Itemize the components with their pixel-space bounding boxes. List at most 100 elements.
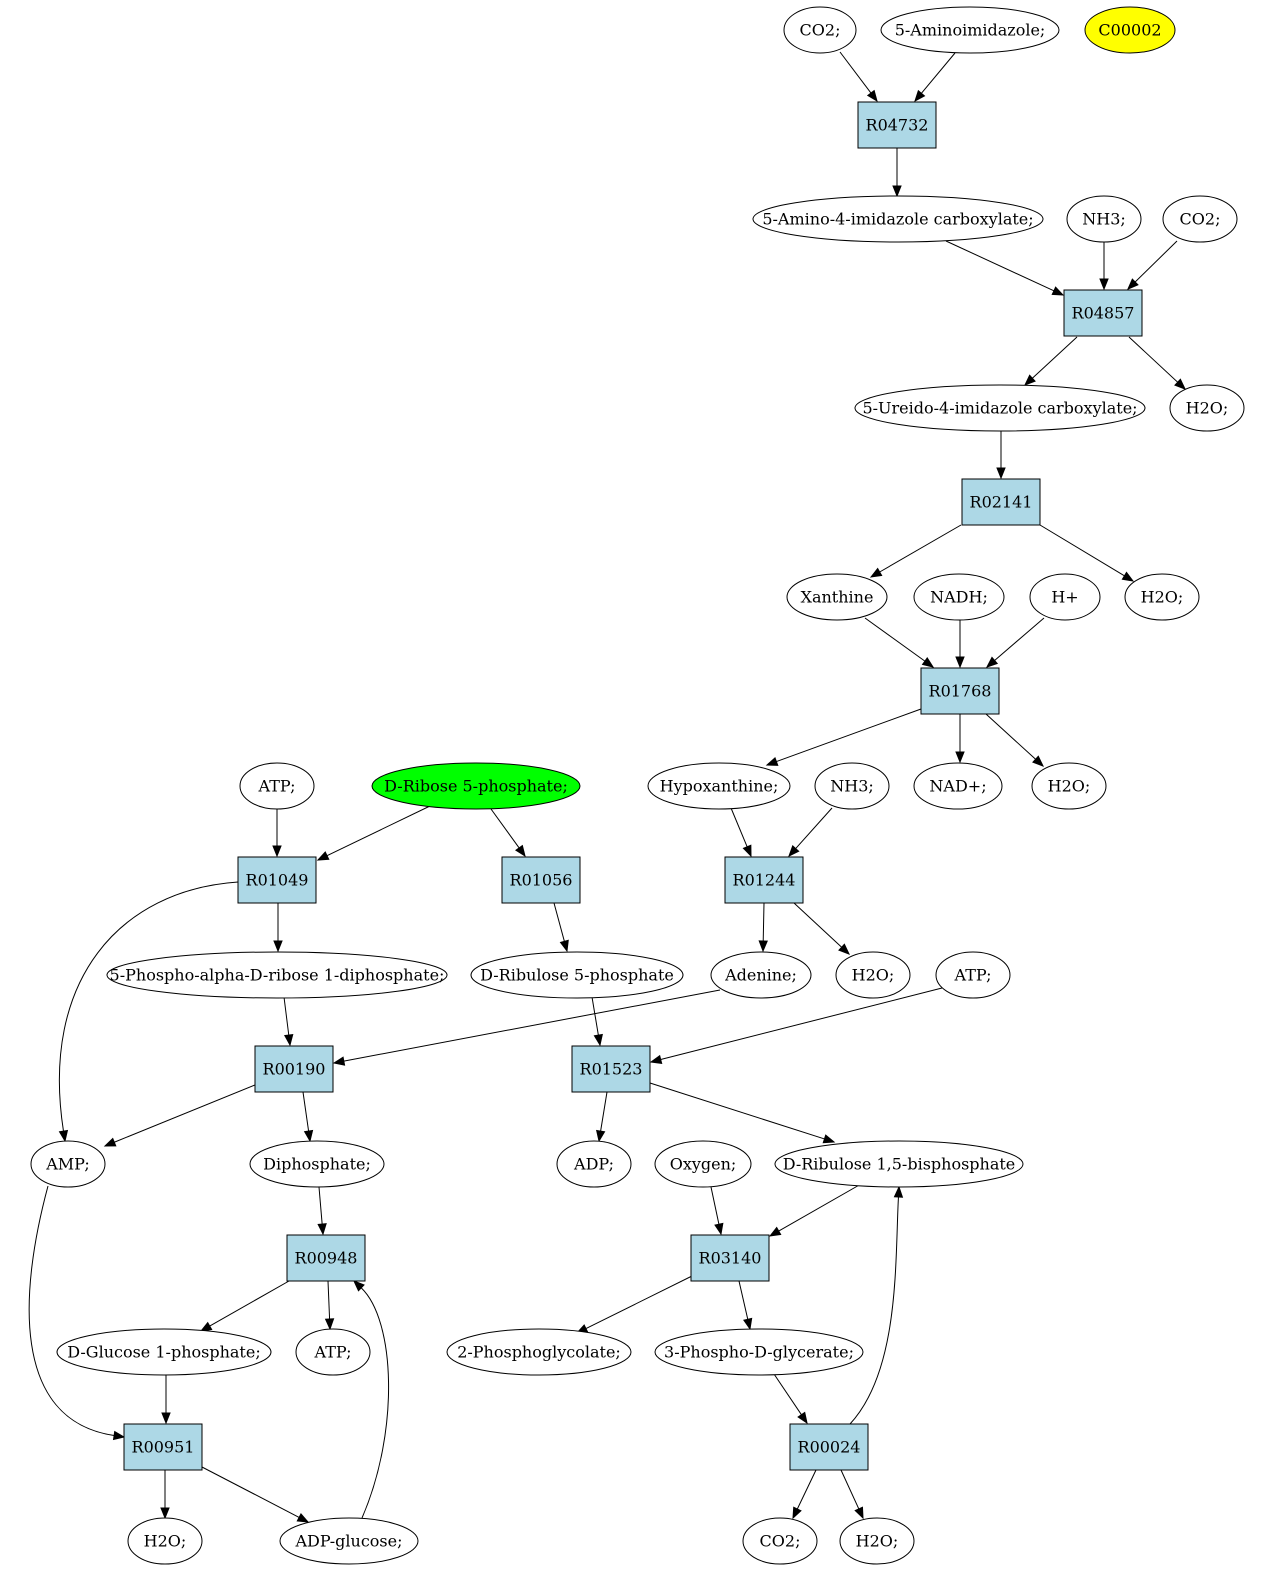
reaction-node[interactable]: R00951 — [123, 1423, 203, 1471]
compound-label: H2O; — [856, 1532, 899, 1551]
edge — [332, 989, 721, 1066]
compound-ellipse — [279, 1517, 419, 1565]
compound-node[interactable]: D-Ribulose 1,5-bisphosphate — [774, 1140, 1024, 1188]
reaction-node[interactable]: R00190 — [254, 1045, 334, 1093]
compound-node[interactable]: H2O; — [1169, 384, 1245, 432]
reaction-node[interactable]: R03140 — [690, 1234, 770, 1282]
compound-node[interactable]: ADP; — [556, 1140, 632, 1188]
edge — [58, 881, 239, 1143]
edge — [914, 52, 956, 103]
reaction-label: R00024 — [798, 1438, 861, 1457]
edge — [849, 1185, 904, 1425]
compound-ellipse — [935, 951, 1011, 999]
compound-node[interactable]: H2O; — [835, 951, 911, 999]
compound-node[interactable]: 5-Ureido-4-imidazole carboxylate; — [854, 384, 1146, 432]
compound-node[interactable]: Adenine; — [710, 951, 812, 999]
compound-ellipse — [835, 951, 911, 999]
compound-node[interactable]: 2-Phosphoglycolate; — [446, 1328, 632, 1376]
compound-node[interactable]: D-Ribose 5-phosphate; — [371, 762, 581, 810]
nodes: CO2; 5-Aminoimidazole; C00002 5-Amino-4-imi… — [30, 6, 1245, 1565]
reaction-node[interactable]: R00024 — [789, 1423, 869, 1471]
compound-node[interactable]: NAD+; — [913, 762, 1003, 810]
edge — [985, 617, 1045, 668]
edge — [758, 902, 768, 953]
edge — [955, 620, 965, 669]
edge-line — [302, 1091, 310, 1132]
edge — [553, 902, 569, 953]
arrowhead — [985, 656, 999, 668]
edge-line — [776, 708, 922, 763]
compound-node[interactable]: 5-Amino-4-imidazole carboxylate; — [752, 195, 1044, 243]
edge — [649, 1082, 836, 1144]
edge — [864, 617, 935, 668]
compound-node[interactable]: ATP; — [239, 762, 315, 810]
reaction-node[interactable]: R00948 — [286, 1234, 366, 1282]
compound-ellipse — [710, 951, 812, 999]
compound-node[interactable]: NADH; — [913, 573, 1005, 621]
arrowhead — [822, 1134, 836, 1144]
compound-node[interactable]: H2O; — [1124, 573, 1200, 621]
compound-node[interactable]: ADP-glucose; — [279, 1517, 419, 1565]
edge — [317, 1186, 327, 1236]
edge-line — [591, 996, 599, 1036]
reaction-node[interactable]: R04857 — [1063, 289, 1143, 337]
compound-node[interactable]: D-Glucose 1-phosphate; — [56, 1328, 272, 1376]
compound-node[interactable]: H2O; — [1031, 762, 1107, 810]
compound-ellipse — [854, 384, 1146, 432]
compound-node[interactable]: AMP; — [30, 1140, 106, 1188]
compound-node[interactable]: H2O; — [839, 1517, 915, 1565]
compound-label: Oxygen; — [670, 1155, 737, 1174]
compound-node[interactable]: ATP; — [935, 951, 1011, 999]
compound-node[interactable]: Hypoxanthine; — [647, 762, 791, 810]
compound-node[interactable]: 3-Phospho-D-glycerate; — [654, 1328, 864, 1376]
arrowhead — [1121, 571, 1135, 582]
compound-node[interactable]: D-Ribulose 5-phosphate — [470, 951, 684, 999]
edge — [324, 1280, 335, 1331]
arrowhead — [866, 89, 878, 103]
compound-ellipse — [1169, 384, 1245, 432]
compound-node[interactable]: H+ — [1029, 573, 1101, 621]
compound-ellipse — [654, 1140, 752, 1188]
reaction-box — [789, 1423, 869, 1471]
edge-line — [738, 1280, 749, 1320]
arrowhead — [58, 1129, 69, 1143]
compound-node[interactable]: H2O; — [127, 1517, 203, 1565]
compound-node[interactable]: Oxygen; — [654, 1140, 752, 1188]
compound-label: D-Ribose 5-phosphate; — [384, 777, 568, 796]
reaction-box — [254, 1045, 334, 1093]
compound-node[interactable]: C00002 — [1084, 6, 1176, 54]
compound-node[interactable]: 5-Phospho-alpha-D-ribose 1-diphosphate; — [106, 951, 448, 999]
reaction-node[interactable]: R01056 — [501, 856, 581, 904]
compound-node[interactable]: Xanthine — [786, 573, 888, 621]
edge — [273, 903, 283, 953]
compound-label: Adenine; — [724, 966, 797, 985]
compound-ellipse — [1084, 6, 1176, 54]
reaction-node[interactable]: R04732 — [857, 101, 937, 149]
compound-label: Xanthine — [801, 588, 874, 607]
compound-node[interactable]: CO2; — [742, 1517, 818, 1565]
edge-line — [710, 1186, 720, 1225]
edge-line — [945, 240, 1055, 292]
compound-node[interactable]: ATP; — [295, 1328, 371, 1376]
edge — [955, 714, 965, 764]
compound-ellipse — [1031, 762, 1107, 810]
edge-line — [762, 902, 765, 942]
arrowhead — [768, 1226, 782, 1237]
edge-line — [985, 713, 1036, 760]
reaction-node[interactable]: R01768 — [920, 667, 1000, 715]
reaction-node[interactable]: R01049 — [237, 856, 317, 904]
compound-node[interactable]: CO2; — [1162, 195, 1238, 243]
compound-label: 5-Aminoimidazole; — [895, 21, 1046, 40]
reaction-node[interactable]: R01523 — [571, 1045, 651, 1093]
reaction-node[interactable]: R02141 — [961, 478, 1041, 526]
arrowhead — [869, 567, 883, 578]
edge — [892, 148, 902, 198]
compound-node[interactable]: NH3; — [1066, 195, 1142, 243]
compound-node[interactable]: Diphosphate; — [249, 1140, 385, 1188]
edge — [1128, 336, 1186, 390]
reaction-node[interactable]: R01244 — [724, 856, 804, 904]
compound-label: Hypoxanthine; — [660, 777, 779, 796]
compound-node[interactable]: NH3; — [814, 762, 890, 810]
compound-node[interactable]: CO2; — [783, 6, 857, 54]
compound-node[interactable]: 5-Aminoimidazole; — [880, 6, 1060, 54]
